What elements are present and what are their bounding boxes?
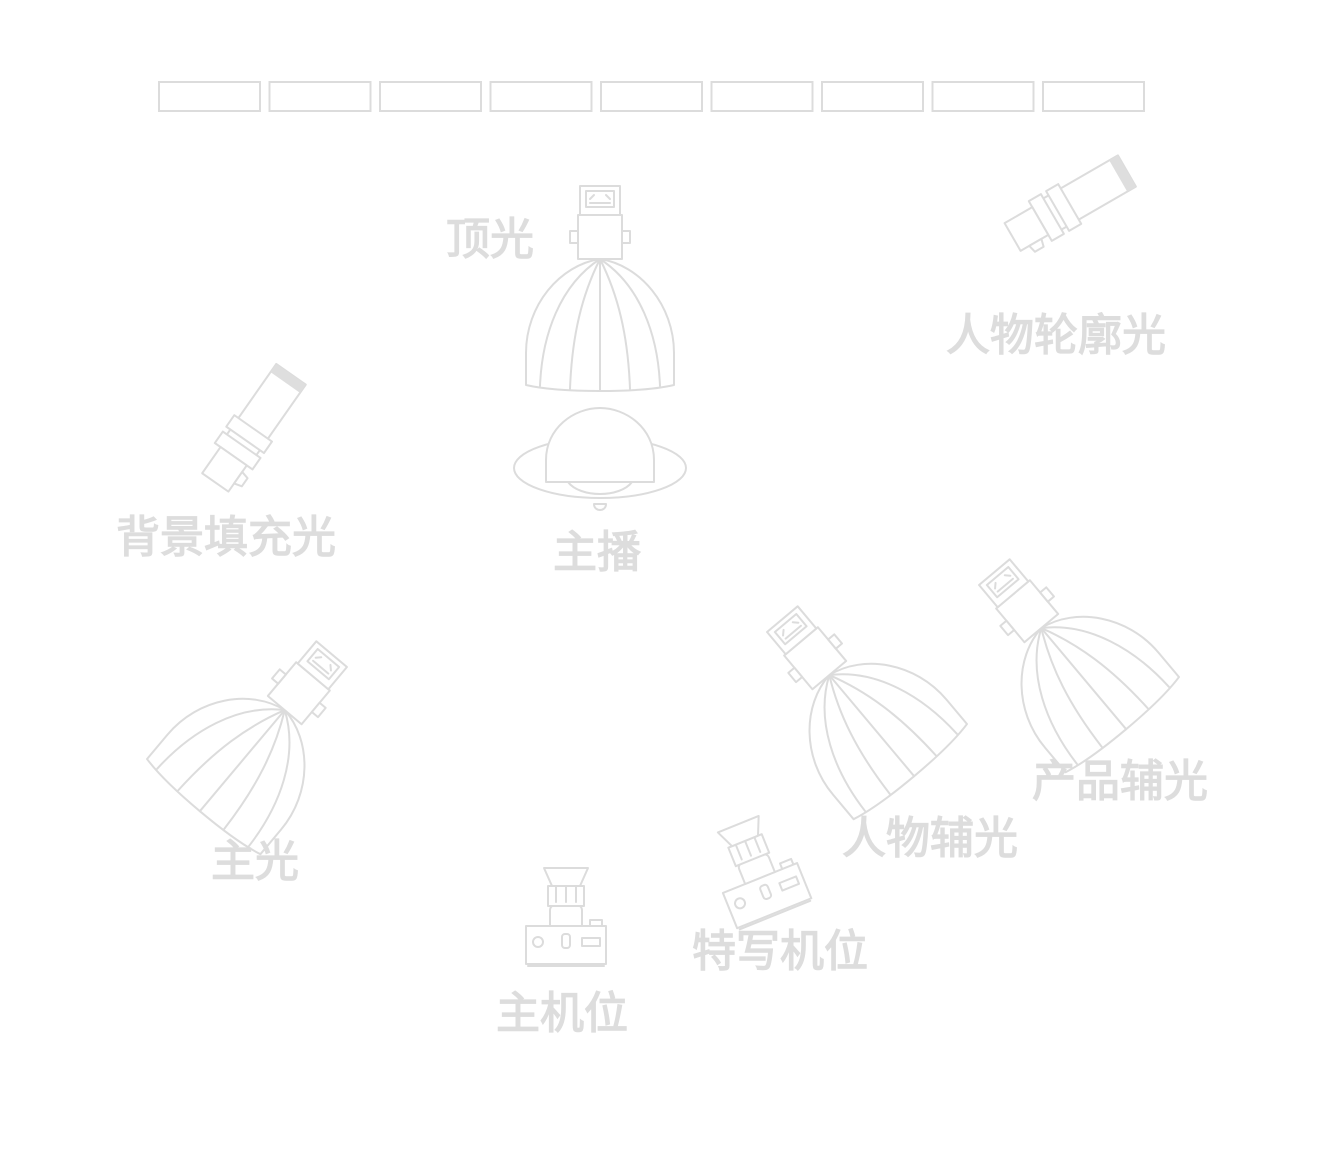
top-light-icon [525,185,675,392]
segment-box [489,81,593,112]
close-up-camera-label: 特写机位 [692,926,868,977]
key-light-label: 主光 [211,836,299,887]
background-fill-light-label: 背景填充光 [116,512,336,563]
key-light-icon [142,605,390,860]
segment-box [379,81,482,112]
host-person-icon [513,407,687,511]
segment-box [710,81,814,112]
segment-bar [158,81,1145,112]
host-label: 主播 [553,527,641,578]
product-fill-light-icon [936,523,1184,778]
person-fill-light-label: 人物辅光 [842,813,1018,864]
close-up-camera-icon [700,808,814,932]
rim-light-label: 人物轮廓光 [946,310,1166,361]
rim-light-icon [1000,150,1140,259]
person-fill-light-icon [724,570,972,825]
segment-box [931,81,1035,112]
segment-box [1042,81,1145,112]
segment-box [158,81,261,112]
segment-box [600,81,703,112]
background-fill-light-icon [195,360,312,498]
main-camera-icon [525,867,607,967]
main-camera-label: 主机位 [496,988,628,1039]
top-light-label: 顶光 [446,214,534,265]
product-fill-light-label: 产品辅光 [1032,756,1208,807]
segment-box [268,81,372,112]
segment-box [821,81,924,112]
